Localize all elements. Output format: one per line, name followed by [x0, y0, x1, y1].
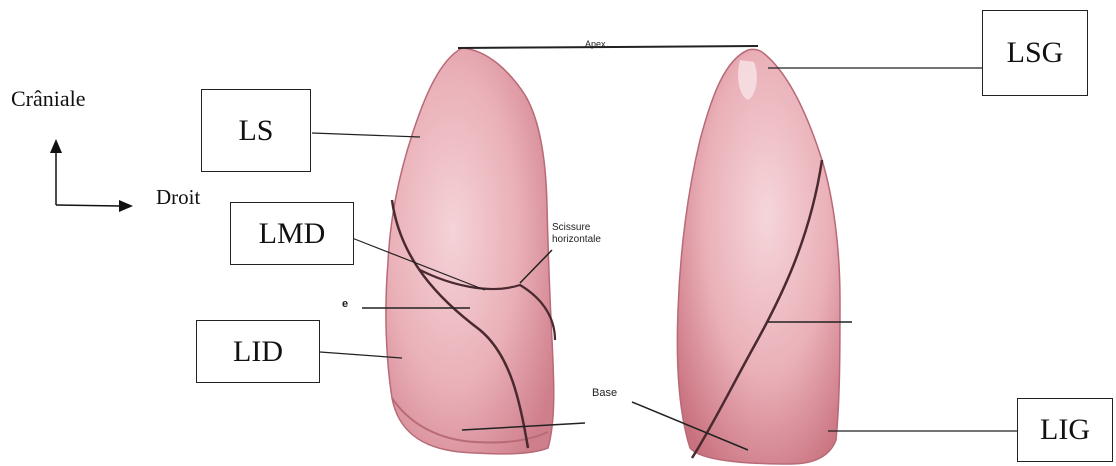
cranial-label: Crâniale: [11, 86, 86, 112]
apex-line: [458, 46, 758, 48]
scissure-label-line1: Scissure: [552, 222, 601, 234]
apex-label: Apex: [585, 38, 606, 50]
base-label: Base: [592, 387, 617, 399]
right-label: Droit: [156, 185, 200, 210]
scissure-label: Scissure horizontale: [552, 222, 601, 246]
cut-mark-label: e: [342, 298, 348, 310]
right-lung: [386, 48, 554, 454]
label-lid: LID: [196, 320, 320, 383]
scissure-label-line2: horizontale: [552, 234, 601, 246]
label-lmd: LMD: [230, 202, 354, 265]
label-ls: LS: [201, 89, 311, 172]
ls-leader: [312, 133, 420, 137]
label-lig: LIG: [1017, 398, 1113, 462]
left-lung: [677, 49, 840, 464]
cranial-arrow-head: [50, 139, 62, 153]
right-arrow-shaft: [56, 205, 120, 206]
right-arrow-head: [119, 200, 133, 212]
label-lsg: LSG: [982, 10, 1088, 96]
